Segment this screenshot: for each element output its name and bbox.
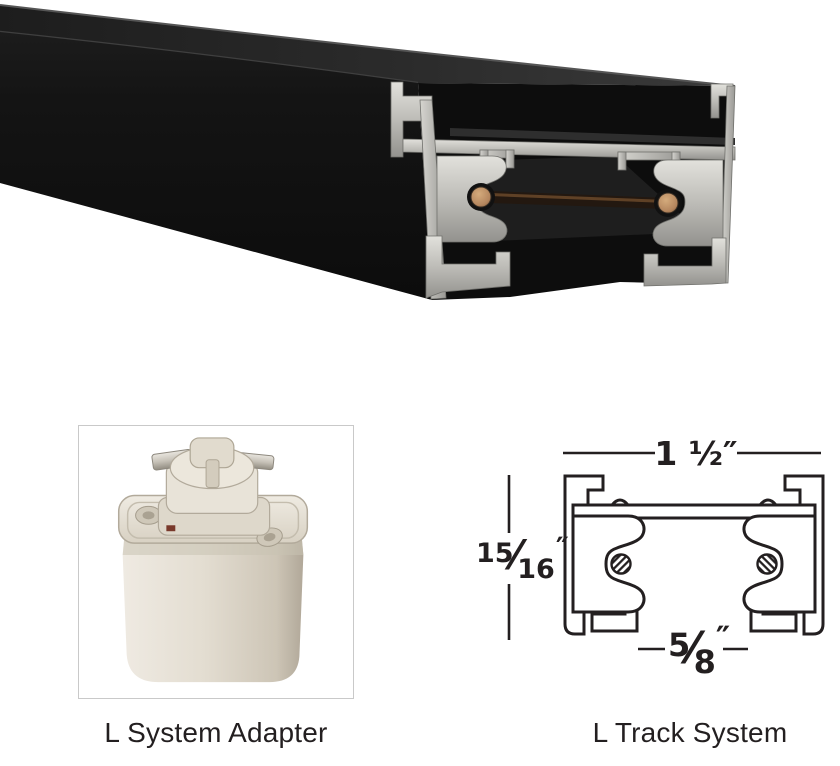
profile-foot-right [643,237,727,287]
profile-foot-left [425,235,511,299]
track-rail-photo [0,4,736,300]
height-denominator: 16 [517,554,555,585]
profile-left-half [563,474,646,636]
track-cross-section-diagram: 1 ½″ 15⁄16″ 5⁄8″ [476,434,825,675]
bottom-unit: ″ [716,619,730,657]
copper-conductors [467,183,682,217]
web-bump-left [610,498,630,506]
profile-right-half [742,474,825,636]
dimension-width-label: 1 ½″ [654,434,737,473]
cavity-highlight [450,128,735,145]
conductor-pocket-right [652,159,724,247]
track-caption: L Track System [592,717,788,748]
bottom-numerator: 5 [668,626,690,664]
adapter-caption: L System Adapter [104,717,328,748]
rail-front-face [0,32,432,300]
adapter-photo-frame [78,425,354,699]
bottom-denominator: 8 [694,643,716,675]
web-bump-right [758,498,778,506]
adapter-contact-assembly [151,437,275,536]
rail-cross-section [390,81,736,300]
red-contact-detail [166,525,176,532]
height-numerator: 15 [476,538,514,569]
copper-conductor-left [470,186,492,208]
conductor-rod [490,191,668,209]
knob-stem [205,459,220,489]
dimension-height-label: 15⁄16″ [476,531,569,585]
adapter-photo [117,437,309,683]
screw-hole-left [135,505,162,525]
dimension-bottom-label: 5⁄8″ [668,619,730,675]
copper-conductor-right [657,192,679,214]
aluminum-profile [390,81,736,300]
height-unit: ″ [556,531,569,565]
adapter-body [122,533,304,683]
